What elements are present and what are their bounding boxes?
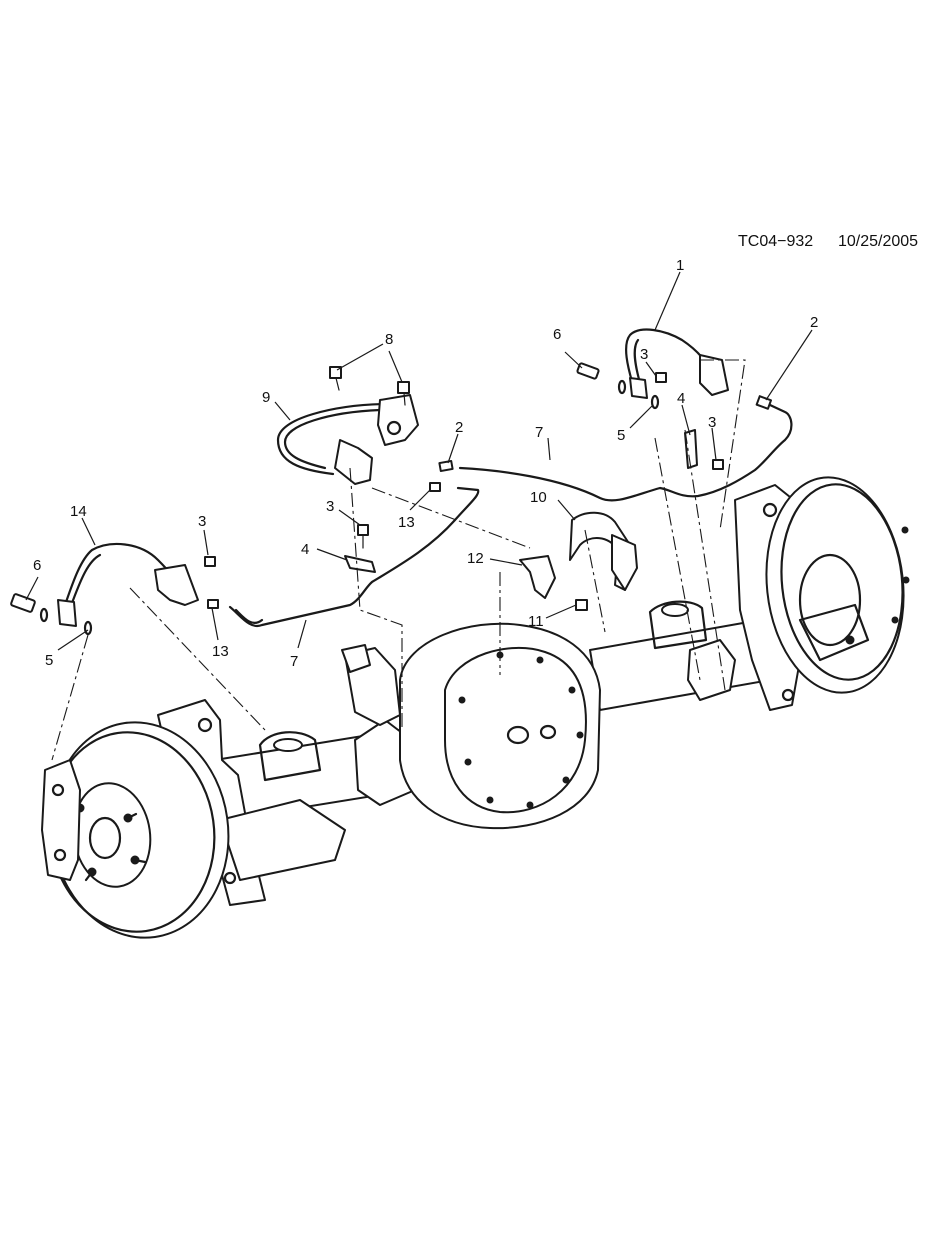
callout-9: 9 [262,389,270,406]
callout-1: 1 [676,257,684,274]
callout-6: 6 [553,326,561,343]
leader-lines [25,271,813,651]
callout-3: 3 [708,414,716,431]
callout-13: 13 [212,643,229,660]
right-brake-rotor [765,476,910,694]
callout-4: 4 [677,390,685,407]
left-brake-caliper [41,759,81,881]
drawing-date: 10/25/2005 [838,233,918,250]
callout-5: 5 [617,427,625,444]
callout-10: 10 [530,489,547,506]
brake-hose-14 [63,543,199,610]
left-brake-rotor [48,721,230,939]
callout-4: 4 [301,541,309,558]
differential-carrier [341,622,601,830]
callout-3: 3 [640,346,648,363]
callout-2: 2 [455,419,463,436]
brake-hose-1 [625,328,729,396]
drawing-id: TC04−932 [738,233,813,250]
callout-7: 7 [535,424,543,441]
callout-numbers: 1 2 2 3 3 3 3 4 4 5 5 6 6 7 7 8 9 10 11 … [33,257,818,670]
callout-13: 13 [398,514,415,531]
callout-2: 2 [810,314,818,331]
callout-5: 5 [45,652,53,669]
callout-12: 12 [467,550,484,567]
brake-pipe-left-7 [228,486,480,628]
location-lines [51,359,746,761]
callout-3: 3 [198,513,206,530]
fittings [10,362,773,636]
brake-pipe-right-7 [458,403,793,502]
callout-7: 7 [290,653,298,670]
callout-8: 8 [385,331,393,348]
callout-11: 11 [528,613,544,630]
callout-6: 6 [33,557,41,574]
callout-3: 3 [326,498,334,515]
brake-hose-9 [276,394,419,485]
callout-14: 14 [70,503,87,520]
